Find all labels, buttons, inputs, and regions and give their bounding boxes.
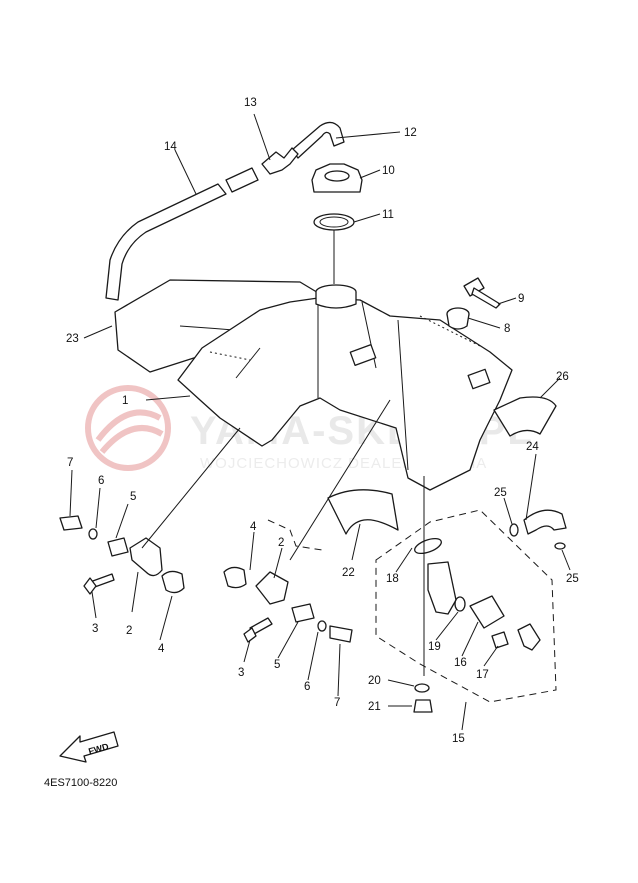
mount-damper-left xyxy=(161,570,185,594)
callout-3: 3 xyxy=(238,667,244,679)
fuel-cock xyxy=(427,561,457,615)
fuel-hose xyxy=(523,509,567,535)
mount-washer-right xyxy=(317,620,327,632)
callout-4: 4 xyxy=(158,643,165,655)
fuel-cock-oring-19 xyxy=(454,596,466,612)
callout-19: 19 xyxy=(428,641,441,653)
forward-arrow: FWD xyxy=(59,731,119,763)
callout-21: 21 xyxy=(368,701,381,713)
mount-damper-right xyxy=(223,566,247,589)
callout-13: 13 xyxy=(244,97,257,109)
diagram-code: 4ES7100-8220 xyxy=(44,777,117,789)
callout-5: 5 xyxy=(130,491,136,503)
callout-15: 15 xyxy=(452,733,465,745)
tank-bolt-top xyxy=(463,277,485,297)
check-valve xyxy=(261,147,299,175)
callout-2: 2 xyxy=(278,537,284,549)
callout-26: 26 xyxy=(556,371,569,383)
callout-25: 25 xyxy=(566,573,579,585)
callout-18: 18 xyxy=(386,573,399,585)
mount-washer-left xyxy=(88,528,98,540)
callout-7: 7 xyxy=(67,457,73,469)
fuel-cock-lever xyxy=(517,623,541,651)
mount-bracket-left xyxy=(129,537,163,577)
bracket-assembly-outline xyxy=(267,519,323,551)
callout-25: 25 xyxy=(494,487,507,499)
tank-label-plate xyxy=(349,344,377,366)
callout-24: 24 xyxy=(526,441,539,453)
callout-22: 22 xyxy=(342,567,355,579)
callout-12: 12 xyxy=(404,127,417,139)
callout-16: 16 xyxy=(454,657,467,669)
mount-bracket-right xyxy=(255,571,289,605)
hose-clip-25b xyxy=(554,542,566,550)
tank-protector-right xyxy=(493,396,557,437)
callouts: 1 2 2 3 3 4 4 5 5 6 6 7 7 8 9 10 11 12 1… xyxy=(66,97,579,745)
callout-7: 7 xyxy=(334,697,340,709)
fuel-cock-washer-20 xyxy=(414,683,430,693)
fuel-cock-drain-bolt-21 xyxy=(413,699,433,713)
mount-collar-right xyxy=(291,603,315,623)
fuel-cock-plate-16 xyxy=(469,595,505,629)
callout-5: 5 xyxy=(274,659,280,671)
callout-11: 11 xyxy=(382,209,394,221)
hose-clip-25a xyxy=(509,523,519,537)
callout-6: 6 xyxy=(304,681,310,693)
callout-9: 9 xyxy=(518,293,524,305)
mount-bolt-right xyxy=(329,625,353,643)
tank-label-plate-2 xyxy=(467,368,491,390)
fuel-cock-screw-17 xyxy=(491,631,509,649)
breather-hose xyxy=(105,183,227,301)
mount-bolt-left xyxy=(59,515,83,531)
fuel-cock-assembly-outline xyxy=(375,509,557,703)
callout-14: 14 xyxy=(164,141,177,153)
tank-damper xyxy=(327,489,399,535)
callout-23: 23 xyxy=(66,333,79,345)
callout-17: 17 xyxy=(476,669,489,681)
callout-2: 2 xyxy=(126,625,132,637)
callout-20: 20 xyxy=(368,675,381,687)
callout-10: 10 xyxy=(382,165,395,177)
callout-3: 3 xyxy=(92,623,98,635)
watermark-logo xyxy=(85,385,171,471)
callout-6: 6 xyxy=(98,475,104,487)
breather-hose-elbow xyxy=(291,121,345,159)
callout-1: 1 xyxy=(122,395,128,407)
leader-lines xyxy=(69,113,571,731)
callout-8: 8 xyxy=(504,323,510,335)
callout-4: 4 xyxy=(250,521,257,533)
fuel-cock-gasket-18 xyxy=(414,537,442,555)
mount-collar-left xyxy=(107,537,129,557)
fuel-tank xyxy=(177,297,513,491)
